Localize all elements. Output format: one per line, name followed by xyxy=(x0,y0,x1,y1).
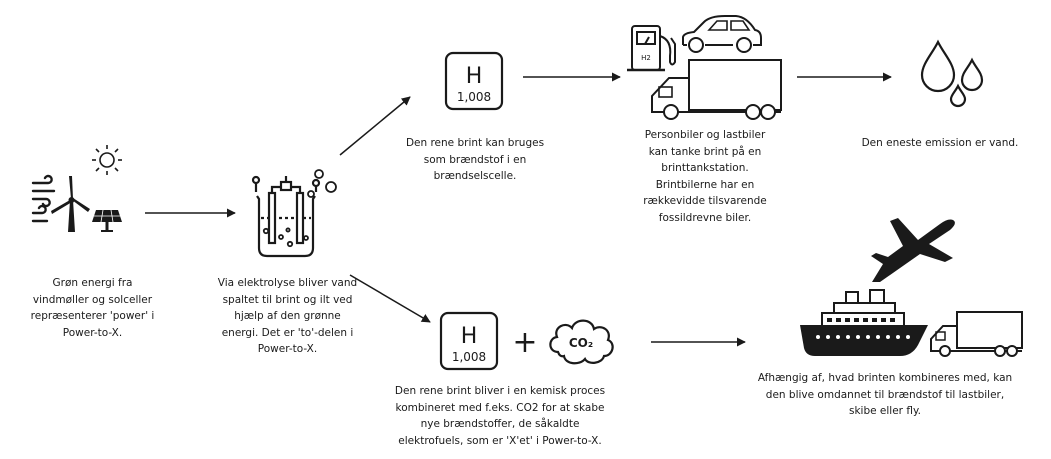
car-icon xyxy=(682,15,762,53)
sun-icon xyxy=(92,145,122,175)
element-symbol: H xyxy=(466,64,483,89)
wind-icon xyxy=(31,174,56,223)
electrolysis-beaker-icon xyxy=(251,175,321,258)
caption-vehicles: Personbiler og lastbiler kan tanke brint… xyxy=(643,129,767,224)
hydrogen-element-icon: H 1,008 xyxy=(444,51,504,111)
co2-label: CO₂ xyxy=(569,336,593,350)
fuel-pump-icon xyxy=(627,25,676,72)
water-drops-icon xyxy=(920,39,984,108)
bubbles-icon xyxy=(262,169,337,248)
truck-icon-transport xyxy=(930,311,1023,357)
atomic-mass: 1,008 xyxy=(452,350,486,364)
airplane-icon xyxy=(871,218,955,282)
caption-transport: Afhængig af, hvad brinten kombineres med… xyxy=(757,372,1013,417)
caption-electrolysis: Via elektrolyse bliver vand spaltet til … xyxy=(217,277,358,355)
ship-icon xyxy=(800,289,928,356)
wind-turbine-icon xyxy=(51,176,90,232)
caption-ptx: Den rene brint bliver i en kemisk proces… xyxy=(394,385,606,447)
pump-label: H2 xyxy=(641,54,651,62)
plus-sign: + xyxy=(512,325,537,360)
solar-panel-icon xyxy=(92,209,122,232)
arrow-electrolysis-to-ptx xyxy=(349,274,431,323)
arrow-electrolysis-to-hydrogen xyxy=(339,96,411,156)
caption-green-energy: Grøn energi fra vindmøller og solceller … xyxy=(30,277,155,339)
co2-cloud-icon: CO₂ xyxy=(549,319,614,365)
atomic-mass: 1,008 xyxy=(457,90,491,104)
truck-icon xyxy=(651,59,782,120)
element-symbol: H xyxy=(461,324,478,349)
caption-hydrogen-fuel: Den rene brint kan bruges som brændstof … xyxy=(405,137,545,182)
caption-water: Den eneste emission er vand. xyxy=(861,137,1019,149)
hydrogen-element-icon-ptx: H 1,008 xyxy=(439,311,499,371)
